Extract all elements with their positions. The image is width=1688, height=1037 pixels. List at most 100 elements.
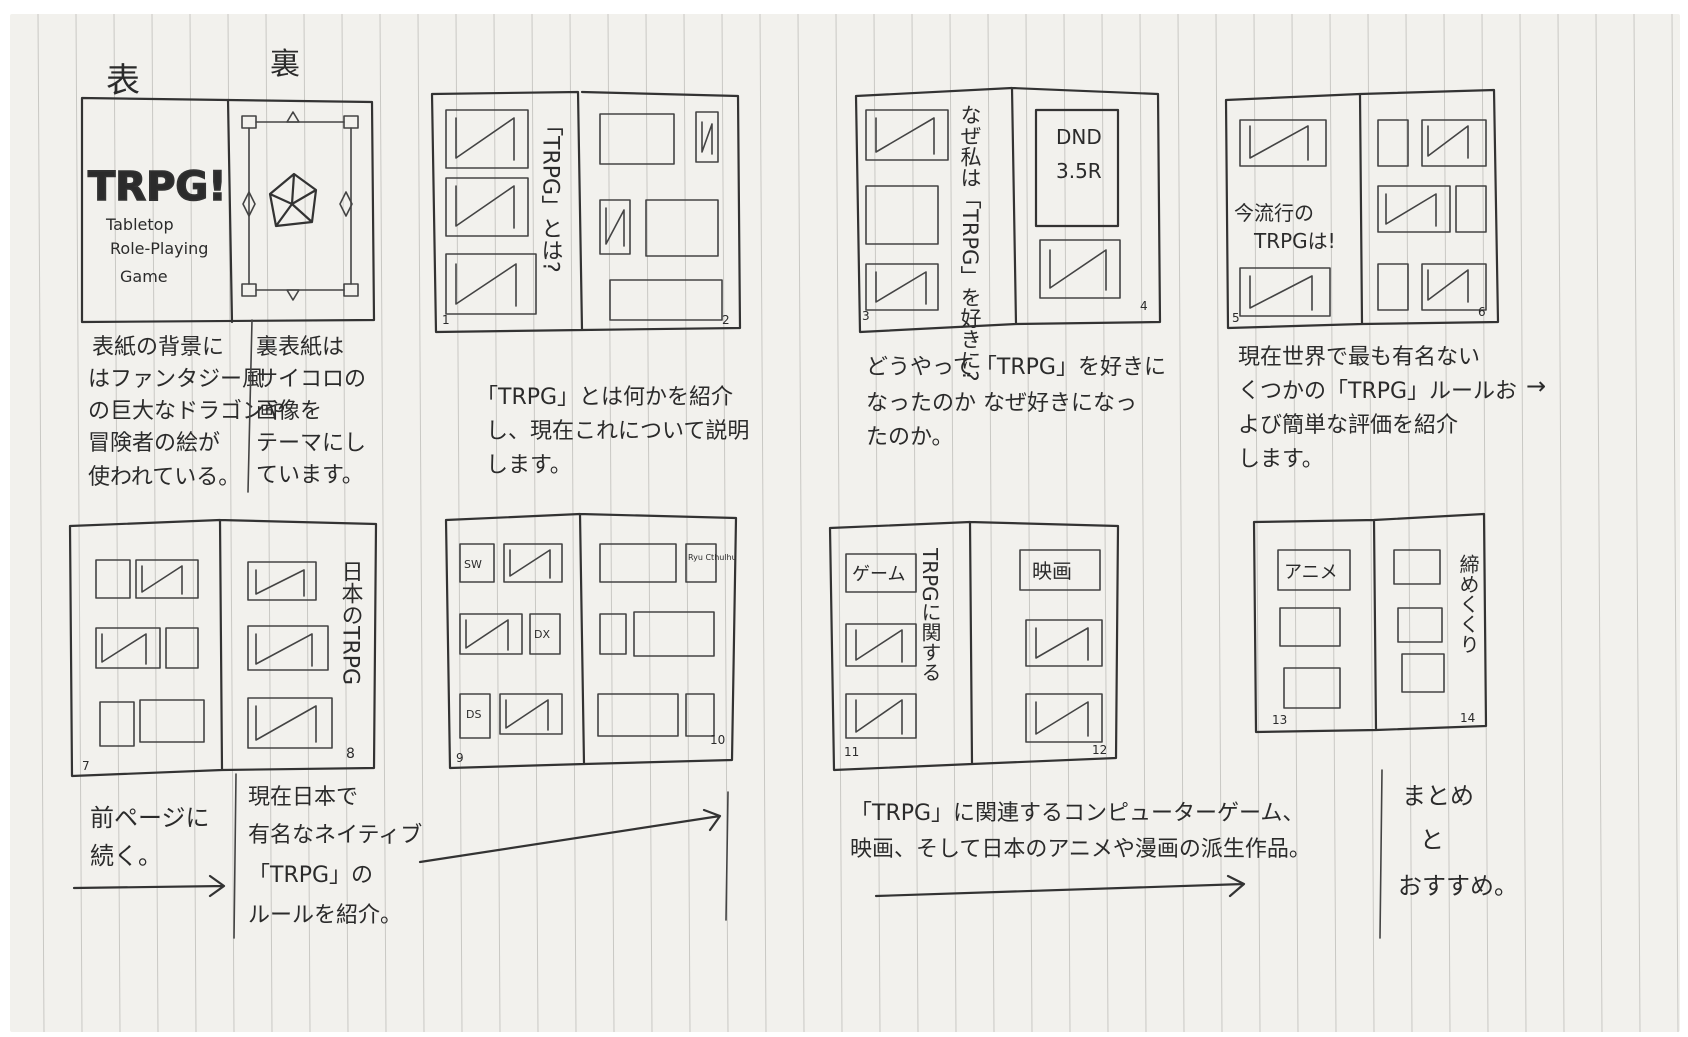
svg-text:使われている。: 使われている。 xyxy=(88,465,240,490)
spread-7-sketch: アニメ 締めくくり 13 14 まとめ と おすすめ。 xyxy=(1252,512,1518,939)
label-anime: アニメ xyxy=(1284,562,1338,583)
svg-text:裏表紙は: 裏表紙は xyxy=(256,335,344,360)
svg-text:はファンタジー風: はファンタジー風 xyxy=(88,367,264,392)
svg-text:し、現在これについて説明: し、現在これについて説明 xyxy=(486,419,749,444)
ruled-line xyxy=(683,14,691,1032)
svg-text:なったのか なぜ好きになっ: なったのか なぜ好きになっ xyxy=(866,391,1137,416)
spread-5-sketch: SW DX DS Ryu Cthulhu 9 10 xyxy=(418,512,738,921)
page-number-3: 3 xyxy=(862,309,870,323)
ruled-line xyxy=(75,14,83,1032)
dnd-edition-label: 3.5R xyxy=(1056,159,1102,183)
ruled-line xyxy=(265,14,273,1032)
page-number-2: 2 xyxy=(722,313,730,327)
page-number-8: 8 xyxy=(346,746,355,762)
tag-cthulhu: Ryu Cthulhu xyxy=(688,553,737,562)
ruled-line xyxy=(1063,14,1071,1032)
svg-text:有名なネイティブ: 有名なネイティブ xyxy=(248,823,422,848)
svg-text:冒険者の絵が: 冒険者の絵が xyxy=(88,431,220,456)
ruled-line xyxy=(645,14,653,1032)
spread-1-title: 「TRPG」とは? xyxy=(538,114,564,273)
ruled-line xyxy=(379,14,387,1032)
ruled-line xyxy=(455,14,463,1032)
ruled-line xyxy=(873,14,881,1032)
svg-text:「TRPG」とは何かを紹介: 「TRPG」とは何かを紹介 xyxy=(476,385,733,410)
svg-text:ルールを紹介。: ルールを紹介。 xyxy=(248,903,402,928)
svg-text:サイコロの: サイコロの xyxy=(256,367,366,392)
svg-text:TRPGに関する: TRPGに関する xyxy=(918,547,942,682)
tag-dx: DX xyxy=(534,628,550,641)
svg-text:「TRPG」とは?: 「TRPG」とは? xyxy=(538,114,564,273)
ruled-line xyxy=(113,14,121,1032)
svg-text:TRPGは!: TRPGは! xyxy=(1253,229,1336,253)
ruled-line xyxy=(607,14,615,1032)
spread-4-sketch: 日本のTRPG 7 8 前ページに 続く。 現在日本で 有名なネイティブ 「TR… xyxy=(68,518,422,939)
ruled-line xyxy=(569,14,577,1032)
page-number-7: 7 xyxy=(82,759,90,773)
spread-1-sketch: 「TRPG」とは? 1 2 「TRPG」とは何かを紹介 し、現在これについて説明… xyxy=(430,90,749,478)
spread-4-right-note: 現在日本で 有名なネイティブ 「TRPG」の ルールを紹介。 xyxy=(248,785,422,928)
spread-2-note: どうやって「TRPG」を好きに なったのか なぜ好きになっ たのか。 xyxy=(866,355,1166,450)
ruled-line xyxy=(493,14,501,1032)
page-number-4: 4 xyxy=(1140,299,1148,313)
page-number-13: 13 xyxy=(1272,713,1287,727)
svg-text:たのか。: たのか。 xyxy=(866,425,954,450)
ruled-line xyxy=(759,14,767,1032)
spread-1-note: 「TRPG」とは何かを紹介 し、現在これについて説明 します。 xyxy=(476,385,749,478)
spread-2-title: なぜ私は「TRPG」を好きに? xyxy=(958,104,982,382)
dnd-label: DND xyxy=(1056,125,1102,149)
svg-text:なぜ私は「TRPG」を好きに?: なぜ私は「TRPG」を好きに? xyxy=(958,104,982,382)
svg-text:「TRPG」の: 「TRPG」の xyxy=(248,863,373,888)
svg-text:前ページに: 前ページに xyxy=(90,804,210,832)
label-movie: 映画 xyxy=(1032,559,1072,583)
ruled-line xyxy=(1215,14,1223,1032)
spread-3-sketch: 今流行の TRPGは! 5 6 現在世界で最も有名ない くつかの「TRPG」ルー… xyxy=(1224,88,1546,472)
front-header: 表 xyxy=(106,61,140,101)
svg-text:よび簡単な評価を紹介: よび簡単な評価を紹介 xyxy=(1238,413,1458,438)
continue-arrow: → xyxy=(1526,372,1546,400)
page-number-14: 14 xyxy=(1460,711,1475,725)
ruled-line xyxy=(37,14,45,1032)
ruled-line xyxy=(1443,14,1451,1032)
svg-text:締めくくり: 締めくくり xyxy=(1456,554,1480,654)
spread-6-title: TRPGに関する xyxy=(918,547,942,682)
svg-text:まとめ: まとめ xyxy=(1402,782,1474,810)
spread-7-note: まとめ と おすすめ。 xyxy=(1398,782,1518,900)
spread-3-heading: 今流行の TRPGは! xyxy=(1234,201,1336,253)
tag-sw: SW xyxy=(464,558,482,571)
svg-text:現在日本で: 現在日本で xyxy=(248,785,358,810)
ruled-line xyxy=(1177,14,1185,1032)
ruled-line xyxy=(1557,14,1565,1032)
dice-icon xyxy=(241,111,359,301)
page-number-9: 9 xyxy=(456,751,464,765)
ruled-line xyxy=(1405,14,1413,1032)
svg-text:します。: します。 xyxy=(486,453,572,478)
ruled-line xyxy=(797,14,805,1032)
cover-subtitle-1: Tabletop xyxy=(105,215,174,234)
ruled-line xyxy=(1367,14,1375,1032)
label-game: ゲーム xyxy=(852,564,905,585)
cover-title: TRPG! xyxy=(88,164,226,210)
spread-2-sketch: なぜ私は「TRPG」を好きに? DND 3.5R 3 4 どうやって「TRPG」… xyxy=(854,86,1166,450)
svg-text:の巨大なドラゴンや: の巨大なドラゴンや xyxy=(88,399,286,424)
ruled-line xyxy=(1671,14,1679,1032)
cover-sketch: 表 裏 TRPG! Tabletop Role-Playing Game 表紙の… xyxy=(80,47,376,493)
svg-text:日本のTRPG: 日本のTRPG xyxy=(338,560,364,685)
svg-text:くつかの「TRPG」ルールお: くつかの「TRPG」ルールお xyxy=(1238,379,1517,404)
cover-front-note: 表紙の背景に はファンタジー風 の巨大なドラゴンや 冒険者の絵が 使われている。 xyxy=(88,335,286,490)
ruled-line xyxy=(417,14,425,1032)
ruled-line xyxy=(1633,14,1641,1032)
page-number-11: 11 xyxy=(844,745,859,759)
page-number-5: 5 xyxy=(1232,311,1240,325)
ruled-line xyxy=(1595,14,1603,1032)
svg-text:現在世界で最も有名ない: 現在世界で最も有名ない xyxy=(1238,345,1480,370)
svg-text:映画、そして日本のアニメや漫画の派生作品。: 映画、そして日本のアニメや漫画の派生作品。 xyxy=(850,837,1311,862)
svg-text:画像を: 画像を xyxy=(256,399,322,424)
page-number-12: 12 xyxy=(1092,743,1107,757)
svg-text:ています。: ています。 xyxy=(256,463,364,488)
tag-ds: DS xyxy=(466,708,481,721)
spread-7-title: 締めくくり xyxy=(1456,554,1480,654)
ruled-line xyxy=(835,14,843,1032)
svg-text:と: と xyxy=(1420,826,1444,854)
page-number-1: 1 xyxy=(442,313,450,327)
ruled-line xyxy=(531,14,539,1032)
